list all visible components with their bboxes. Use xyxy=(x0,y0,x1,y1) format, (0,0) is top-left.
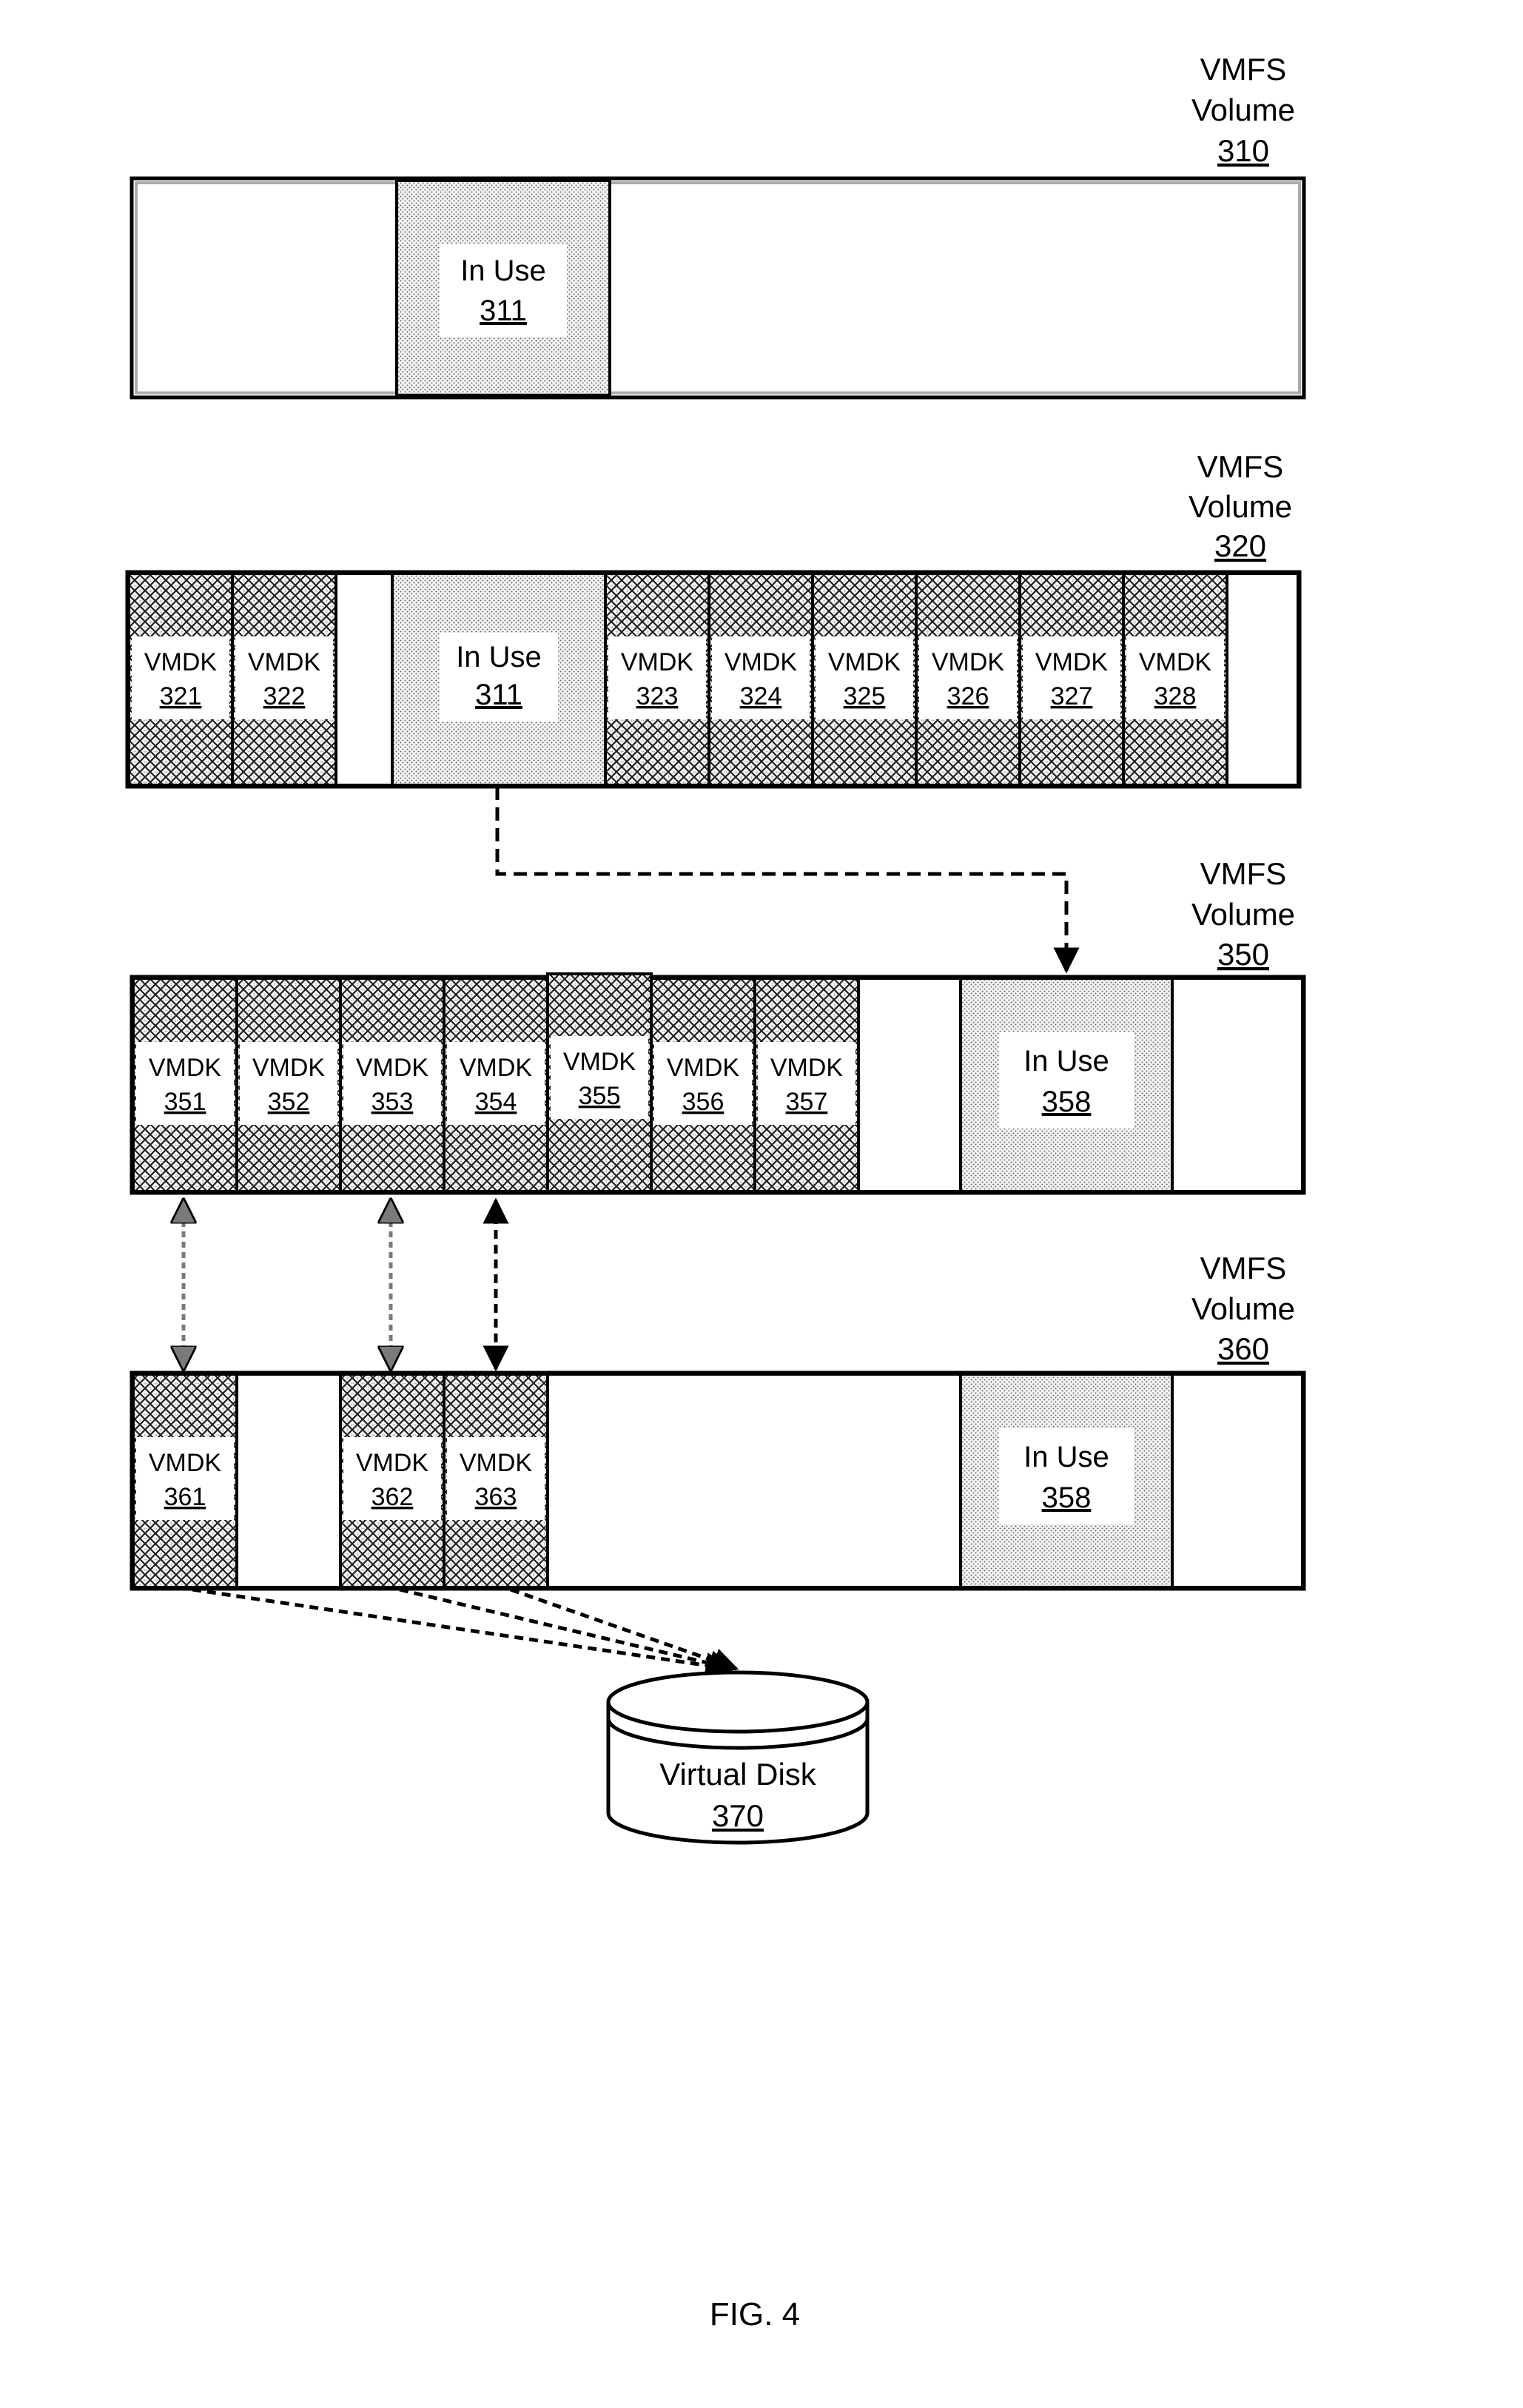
volume-bar-inner xyxy=(136,183,1300,393)
in-use-block: In Use 358 xyxy=(961,1374,1172,1587)
volume-label-line2: Volume xyxy=(1191,897,1295,932)
vmdk-label: VMDK xyxy=(667,1054,740,1082)
virtual-disk-370: Virtual Disk 370 xyxy=(608,1672,867,1843)
vmdk-number: 327 xyxy=(1051,682,1093,710)
vmdk-number: 321 xyxy=(160,682,202,710)
vmfs-volume-310: VMFS Volume 310 In Use 311 xyxy=(132,52,1304,397)
disk-label: Virtual Disk xyxy=(659,1757,817,1792)
vmdk-block-326: VMDK 326 xyxy=(916,574,1020,785)
vmdk-label: VMDK xyxy=(356,1054,429,1082)
vmdk-block-362: VMDK 362 xyxy=(340,1374,444,1587)
volume-label-line2: Volume xyxy=(1189,489,1292,524)
vmdk-label: VMDK xyxy=(563,1048,636,1076)
vmdk-label: VMDK xyxy=(724,648,798,676)
empty-block xyxy=(858,978,961,1191)
vmdk-label: VMDK xyxy=(149,1449,222,1477)
empty-block xyxy=(336,574,392,785)
vmdk-number: 323 xyxy=(636,682,679,710)
in-use-label: In Use xyxy=(456,641,542,673)
vmdk-number: 326 xyxy=(947,682,989,710)
vmdk-number: 322 xyxy=(263,682,306,710)
empty-block xyxy=(548,1374,961,1587)
vmdk-block-324: VMDK 324 xyxy=(709,574,813,785)
vmdk-block-321: VMDK 321 xyxy=(129,574,232,785)
vmdk-block-357: VMDK 357 xyxy=(755,978,858,1191)
in-use-block: In Use 311 xyxy=(397,181,610,395)
vmdk-number: 363 xyxy=(475,1483,517,1511)
volume-number: 320 xyxy=(1214,528,1266,563)
in-use-number: 358 xyxy=(1042,1086,1092,1118)
vmdk-block-353: VMDK 353 xyxy=(340,978,444,1191)
vmdk-number: 356 xyxy=(682,1088,724,1116)
vmdk-block-355: VMDK 355 xyxy=(548,974,651,1191)
in-use-label: In Use xyxy=(460,255,546,287)
vmdk-label: VMDK xyxy=(252,1054,326,1082)
figure-label: FIG. 4 xyxy=(710,2296,800,2333)
volume-label-line1: VMFS xyxy=(1197,449,1284,484)
volume-number: 310 xyxy=(1217,133,1269,168)
vmdk-number: 357 xyxy=(786,1088,828,1116)
empty-block xyxy=(1172,978,1302,1191)
in-use-block: In Use 311 xyxy=(392,574,605,785)
volume-label-line1: VMFS xyxy=(1200,52,1287,87)
volume-label-line1: VMFS xyxy=(1200,856,1287,891)
vmfs-volume-320: VMFS Volume 320 VMDK 321 VMDK 322 In Use… xyxy=(127,449,1300,787)
vmdk-number: 361 xyxy=(164,1483,206,1511)
vmdk-label: VMDK xyxy=(932,648,1005,676)
vmdk-block-323: VMDK 323 xyxy=(605,574,709,785)
empty-block xyxy=(1227,574,1298,785)
vmdk-block-325: VMDK 325 xyxy=(813,574,916,785)
vmdk-label: VMDK xyxy=(248,648,321,676)
volume-number: 360 xyxy=(1217,1331,1269,1366)
volume-label-line1: VMFS xyxy=(1200,1251,1287,1285)
empty-block xyxy=(1172,1374,1302,1587)
in-use-block: In Use 358 xyxy=(961,978,1172,1191)
vmdk-block-361: VMDK 361 xyxy=(133,1374,237,1587)
disk-top xyxy=(608,1672,867,1732)
disk-number: 370 xyxy=(712,1798,764,1833)
vmdk-label: VMDK xyxy=(144,648,218,676)
vmdk-label: VMDK xyxy=(460,1054,533,1082)
vmdk-number: 354 xyxy=(475,1088,517,1116)
in-use-label: In Use xyxy=(1023,1441,1109,1473)
volume-label-line2: Volume xyxy=(1191,93,1295,127)
in-use-number: 311 xyxy=(480,295,527,327)
vmdk-block-327: VMDK 327 xyxy=(1020,574,1123,785)
vmdk-block-356: VMDK 356 xyxy=(651,978,755,1191)
vmdk-label: VMDK xyxy=(356,1449,429,1477)
vmdk-label: VMDK xyxy=(1139,648,1212,676)
vmdk-label: VMDK xyxy=(1035,648,1109,676)
vmdk-number: 328 xyxy=(1154,682,1197,710)
vmfs-volume-360: VMFS Volume 360 VMDK 361 VMDK 362 VMDK 3… xyxy=(132,1251,1304,1589)
volume-bar xyxy=(132,178,1304,397)
vmdk-label: VMDK xyxy=(621,648,694,676)
vmdk-label: VMDK xyxy=(149,1054,222,1082)
empty-block xyxy=(237,1374,340,1587)
in-use-label: In Use xyxy=(1023,1045,1109,1077)
vmdk-block-351: VMDK 351 xyxy=(133,978,237,1191)
vmdk-block-352: VMDK 352 xyxy=(237,978,340,1191)
volume-number: 350 xyxy=(1217,937,1269,972)
in-use-number: 358 xyxy=(1042,1482,1092,1514)
vmdk-number: 351 xyxy=(164,1088,206,1116)
vmdk-block-322: VMDK 322 xyxy=(232,574,336,785)
vmdk-block-354: VMDK 354 xyxy=(444,978,548,1191)
copy-arrow-311-to-358 xyxy=(497,787,1066,971)
volume-label-line2: Volume xyxy=(1191,1291,1295,1326)
vmdk-label: VMDK xyxy=(770,1054,844,1082)
in-use-number: 311 xyxy=(475,679,522,711)
vmdk-number: 353 xyxy=(371,1088,414,1116)
vmdk-number: 352 xyxy=(268,1088,310,1116)
vmdk-label: VMDK xyxy=(828,648,901,676)
vmdk-number: 362 xyxy=(371,1483,414,1511)
vmdk-number: 325 xyxy=(844,682,886,710)
disk-arrows xyxy=(192,1590,736,1669)
vmdk-block-328: VMDK 328 xyxy=(1123,574,1227,785)
vmdk-number: 324 xyxy=(740,682,782,710)
vmfs-volume-350: VMFS Volume 350 VMDK 351 VMDK 352 VMDK 3… xyxy=(132,856,1304,1193)
vmdk-number: 355 xyxy=(579,1082,621,1110)
vmdk-label: VMDK xyxy=(460,1449,533,1477)
vmdk-block-363: VMDK 363 xyxy=(444,1374,548,1587)
